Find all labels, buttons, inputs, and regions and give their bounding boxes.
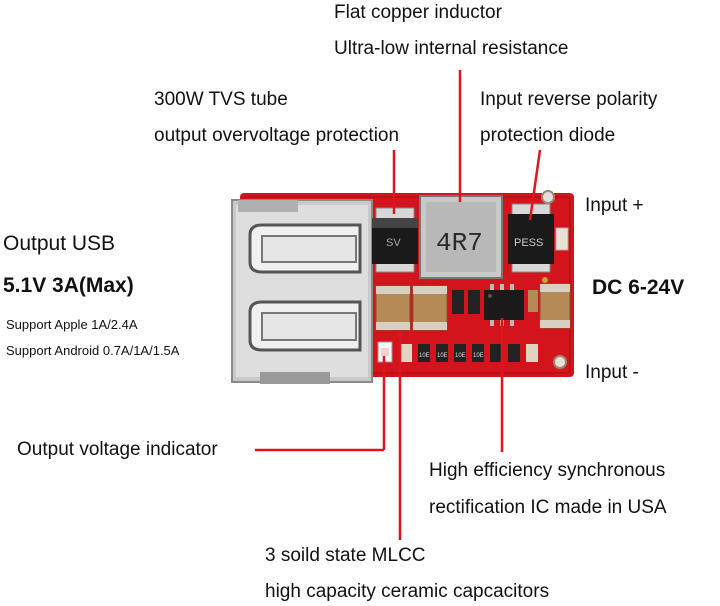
inductor: 4R7 [419, 195, 503, 279]
tvs-label-line2: output overvoltage protection [154, 125, 400, 146]
output-usb-label: Output USB [3, 232, 116, 255]
reverse-polarity-diode: PESS [508, 203, 569, 273]
tvs-marking: SV [386, 237, 401, 249]
rectification-ic [484, 284, 524, 326]
diode-marking: PESS [514, 237, 543, 249]
usb-connector [231, 199, 373, 384]
tvs-label-line1: 300W TVS tube [154, 89, 288, 110]
input-range-label: DC 6-24V [592, 276, 685, 299]
support-apple-label: Support Apple 1A/2.4A [6, 317, 138, 332]
indicator-label: Output voltage indicator [17, 439, 218, 460]
resistor-marking: 10E [419, 353, 430, 359]
callout-diode [528, 149, 542, 221]
diode-label-line1: Input reverse polarity [480, 89, 658, 110]
mlcc-label-line2: high capacity ceramic capcacitors [265, 581, 550, 602]
output-spec-label: 5.1V 3A(Max) [3, 274, 134, 297]
inductor-label-line2: Ultra-low internal resistance [334, 38, 569, 59]
via-hole [553, 355, 567, 369]
ic-label-line1: High efficiency synchronous [429, 460, 666, 481]
input-minus-label: Input - [585, 362, 639, 383]
input-plus-label: Input + [585, 195, 644, 216]
smd-components [400, 290, 538, 362]
support-android-label: Support Android 0.7A/1A/1.5A [6, 343, 180, 358]
resistor-marking: 10E [473, 353, 484, 359]
ic-label-line2: rectification IC made in USA [429, 497, 667, 518]
inductor-label-line1: Flat copper inductor [334, 2, 502, 23]
resistor-marking: 10E [437, 353, 448, 359]
via-hole [541, 190, 555, 204]
resistor-marking: 10E [455, 353, 466, 359]
mlcc-capacitors [375, 283, 571, 331]
tvs-diode: SV [372, 207, 418, 273]
inductor-marking: 4R7 [436, 228, 483, 258]
diode-label-line2: protection diode [480, 125, 616, 146]
mlcc-label-line1: 3 soild state MLCC [265, 545, 426, 566]
